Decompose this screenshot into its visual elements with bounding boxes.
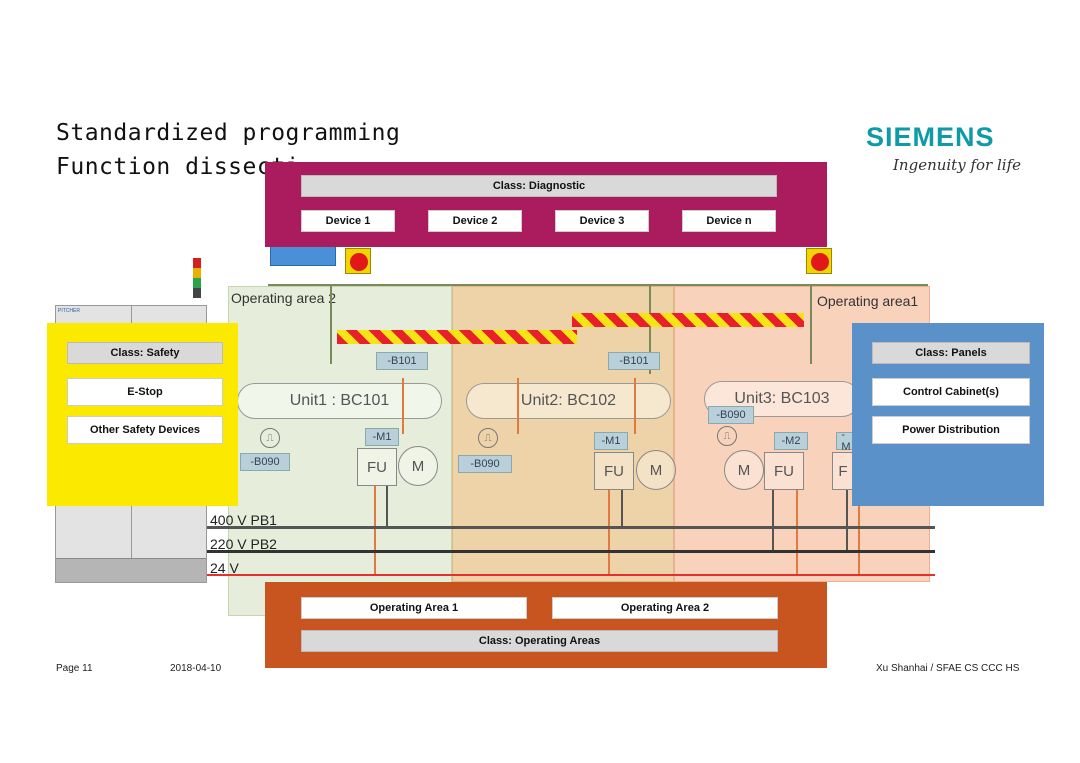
signal-tower-icon <box>193 258 201 298</box>
device-n-item[interactable]: Device n <box>682 210 776 232</box>
estop-icon-left <box>345 248 371 274</box>
class-diagnostic-header: Class: Diagnostic <box>301 175 777 197</box>
estop-icon-right <box>806 248 832 274</box>
unit-1-pill: Unit1 : BC101 <box>237 383 442 419</box>
motor-tag: -M <box>836 429 856 453</box>
plc-module-icon <box>270 246 336 266</box>
siemens-logo: SIEMENS <box>866 122 995 152</box>
title-line-1: Standardized programming <box>56 120 401 146</box>
title-line-2: Function dissecti <box>56 154 300 180</box>
device-2-item[interactable]: Device 2 <box>428 210 522 232</box>
motor-icon: M <box>636 450 676 490</box>
other-safety-devices-item[interactable]: Other Safety Devices <box>67 416 223 444</box>
feeder-line <box>796 490 798 576</box>
bus-drop <box>810 286 812 364</box>
class-diagnostic-panel[interactable]: Class: Diagnostic Device 1 Device 2 Devi… <box>265 162 827 247</box>
power-distribution-item[interactable]: Power Distribution <box>872 416 1030 444</box>
motor-tag: -M1 <box>594 432 628 450</box>
motor-tag: -M2 <box>774 432 808 450</box>
encoder-tag: -B090 <box>240 453 290 471</box>
footer-date: 2018-04-10 <box>170 663 222 674</box>
bus-400v-label: 400 V PB1 <box>210 512 277 528</box>
bus-drop <box>330 286 332 364</box>
footer-author: Xu Shanhai / SFAE CS CCC HS <box>876 663 1020 674</box>
class-operating-areas-header: Class: Operating Areas <box>301 630 778 652</box>
class-safety-panel[interactable]: Class: Safety E-Stop Other Safety Device… <box>47 323 238 506</box>
motor-tag: -M1 <box>365 428 399 446</box>
sensor-beam <box>517 378 519 434</box>
feeder-line <box>386 486 388 528</box>
encoder-tag: -B090 <box>458 455 512 473</box>
encoder-icon: ⎍ <box>717 426 737 446</box>
operating-area-2-item[interactable]: Operating Area 2 <box>552 597 778 619</box>
sensor-tag: -B101 <box>376 352 428 370</box>
bus-220v-label: 220 V PB2 <box>210 536 277 552</box>
feeder-line <box>858 490 860 576</box>
hazard-stripe-right <box>572 313 804 327</box>
encoder-icon: ⎍ <box>478 428 498 448</box>
brand-tagline: Ingenuity for life <box>893 156 1021 174</box>
bus-24v-line <box>207 574 935 576</box>
feeder-line <box>374 486 376 576</box>
encoder-icon: ⎍ <box>260 428 280 448</box>
motor-icon: M <box>724 450 764 490</box>
sensor-tag: -B101 <box>608 352 660 370</box>
device-1-item[interactable]: Device 1 <box>301 210 395 232</box>
class-panels-header: Class: Panels <box>872 342 1030 364</box>
bus-400v-line <box>207 526 935 529</box>
zone-label-area-1: Operating area1 <box>817 293 919 309</box>
sensor-beam <box>634 378 636 434</box>
feeder-line <box>846 490 848 552</box>
feeder-line <box>608 490 610 576</box>
motor-icon: M <box>398 446 438 486</box>
control-cabinets-item[interactable]: Control Cabinet(s) <box>872 378 1030 406</box>
class-safety-header: Class: Safety <box>67 342 223 364</box>
sensor-beam <box>402 378 404 434</box>
footer-page: Page 11 <box>56 663 93 674</box>
zone-label-area-2: Operating area 2 <box>231 290 337 306</box>
field-bus-line <box>268 284 928 286</box>
fu-box: FU <box>357 448 397 486</box>
hazard-stripe-left <box>337 330 577 344</box>
bus-drop <box>649 286 651 374</box>
bus-220v-line <box>207 550 935 553</box>
class-panels-panel[interactable]: Class: Panels Control Cabinet(s) Power D… <box>852 323 1044 506</box>
device-3-item[interactable]: Device 3 <box>555 210 649 232</box>
encoder-tag: -B090 <box>708 406 754 424</box>
fu-box: FU <box>764 452 804 490</box>
cabinet-label: PITCHER <box>58 308 80 314</box>
bus-24v-label: 24 V <box>210 560 239 576</box>
operating-area-1-item[interactable]: Operating Area 1 <box>301 597 527 619</box>
class-operating-areas-panel[interactable]: Operating Area 1 Operating Area 2 Class:… <box>265 582 827 668</box>
cabinet-plinth <box>56 558 206 582</box>
fu-box: F <box>832 452 854 490</box>
feeder-line <box>621 490 623 528</box>
unit-2-pill: Unit2: BC102 <box>466 383 671 419</box>
fu-box: FU <box>594 452 634 490</box>
feeder-line <box>772 490 774 552</box>
estop-item[interactable]: E-Stop <box>67 378 223 406</box>
